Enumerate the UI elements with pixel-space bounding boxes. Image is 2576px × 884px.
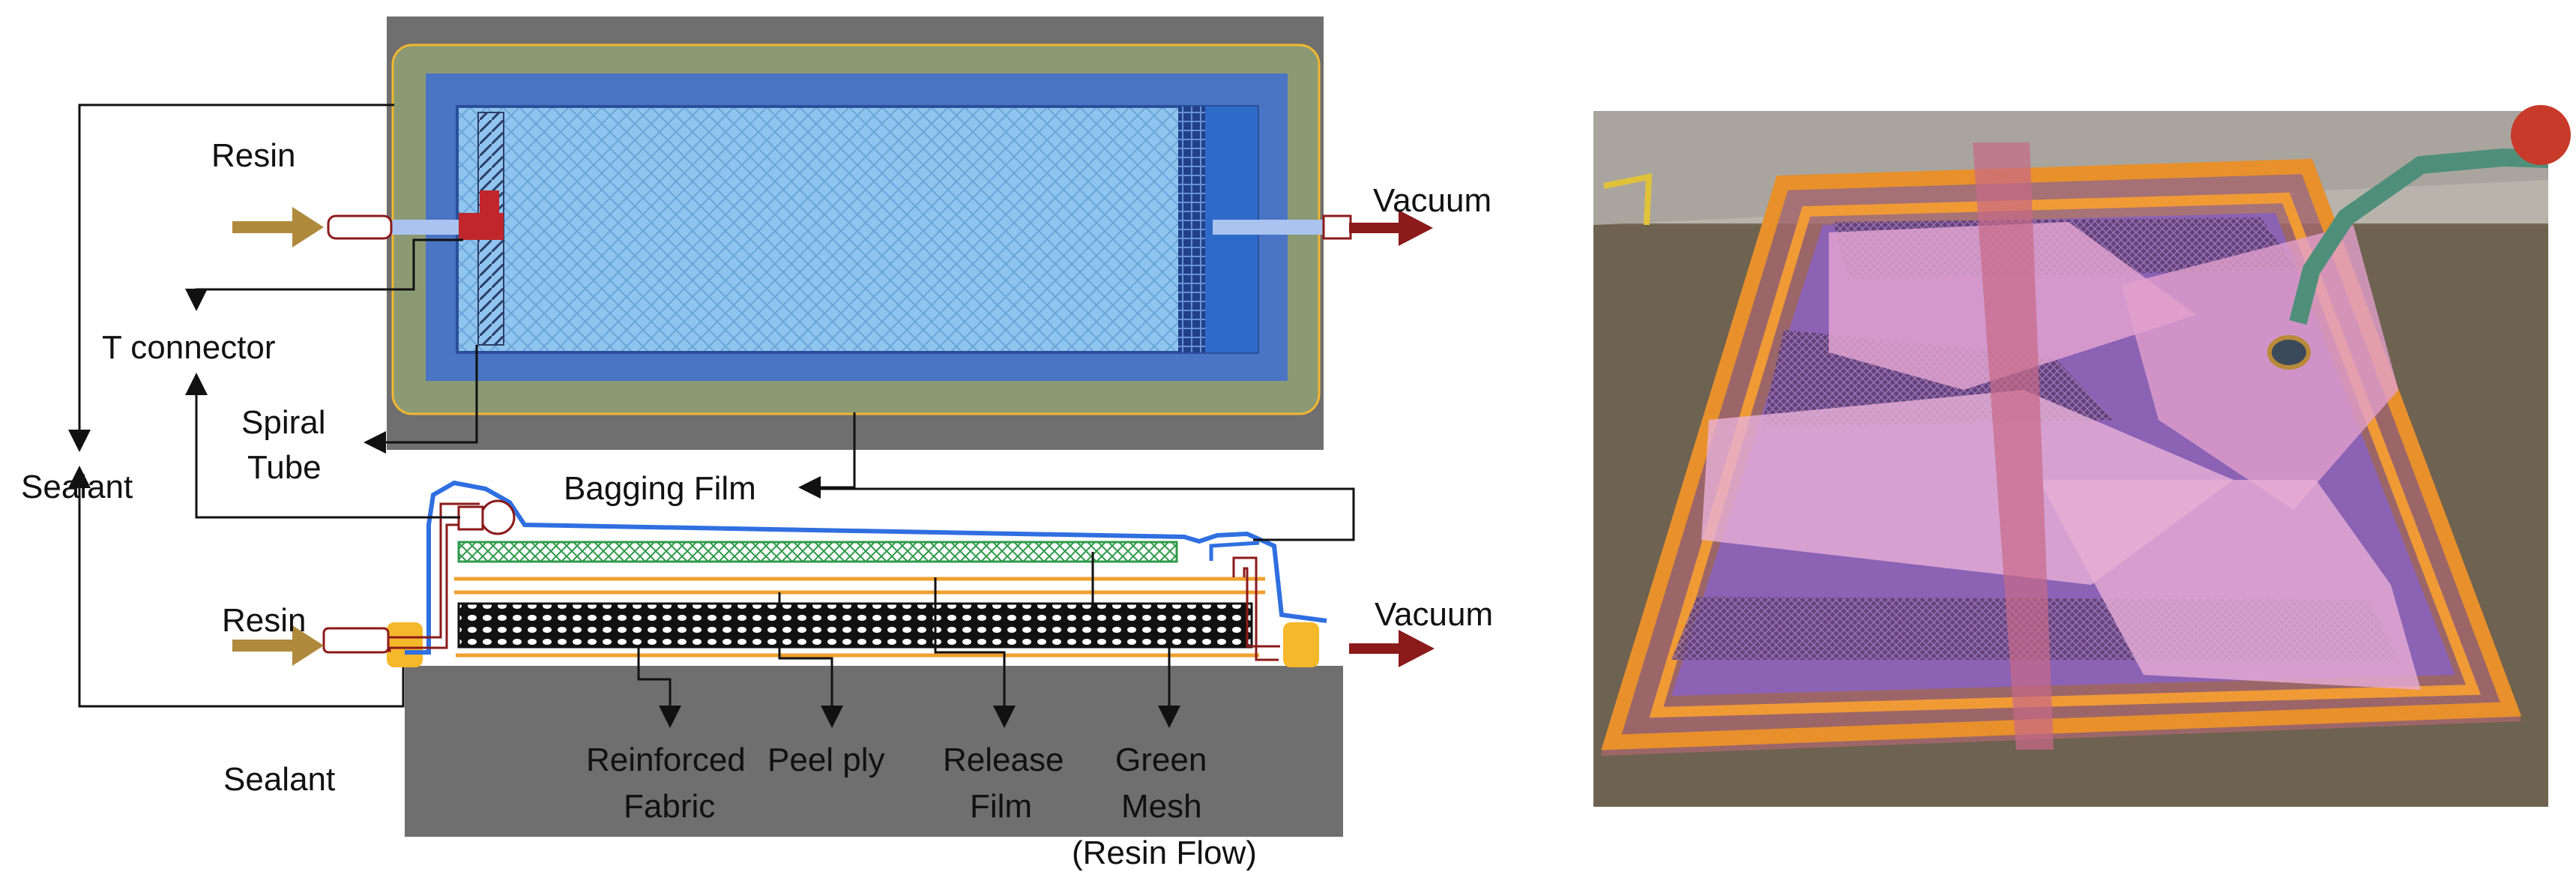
resin-inlet-tube-section — [322, 627, 390, 654]
label-vacuum-bottom: Vacuum — [1375, 596, 1493, 633]
sealant-right — [1283, 622, 1319, 667]
label-vacuum-top: Vacuum — [1373, 182, 1491, 219]
label-green-mesh-3: (Resin Flow) — [1072, 835, 1257, 871]
label-spiral-tube-2: Tube — [247, 449, 322, 486]
inner-bag-line — [1209, 541, 1260, 561]
label-t-connector: T connector — [102, 329, 276, 366]
photo-tube-outer — [1601, 158, 2522, 751]
green-mesh — [457, 541, 1178, 563]
leader-lines-bottom — [68, 373, 1355, 728]
vacuum-outlet-tube-top — [1322, 214, 1352, 240]
photo-pink-film-3 — [2121, 225, 2398, 510]
label-peel-ply: Peel ply — [767, 742, 885, 778]
resin-arrow-top — [232, 207, 324, 247]
vacuum-line-top — [1213, 220, 1324, 235]
label-reinforced-fabric-1: Reinforced — [586, 742, 746, 778]
label-green-mesh-1: Green — [1115, 742, 1207, 778]
t-connector-top — [459, 190, 504, 240]
top-view — [327, 16, 1352, 450]
photo-floor-marking — [1603, 173, 1653, 241]
vacuum-tube-section — [1232, 556, 1280, 661]
label-sealant-left: Sealant — [21, 469, 133, 505]
label-release-film-1: Release — [943, 742, 1064, 778]
preform-area-top — [456, 105, 1259, 354]
label-resin-bottom: Resin — [222, 602, 307, 639]
photo-red-object — [2511, 105, 2571, 165]
label-release-film-2: Film — [970, 788, 1032, 825]
vacuum-arrow-top — [1349, 210, 1433, 246]
vacuum-mesh-strip — [1178, 106, 1205, 352]
cross-section — [322, 480, 1343, 837]
bagging-film-line — [405, 480, 1327, 655]
spiral-tube-section — [480, 499, 516, 535]
photo-tube-inner — [1649, 192, 2482, 718]
photo-pink-film-4 — [2039, 480, 2421, 690]
photo-vacuum-port — [2267, 335, 2311, 370]
resin-inlet-tube-top — [327, 214, 393, 240]
label-green-mesh-2: Mesh — [1121, 788, 1202, 825]
t-connector-section — [457, 505, 484, 531]
resin-arrow-bottom — [232, 625, 324, 666]
setup-photo — [1593, 105, 2571, 807]
photo-hose — [2289, 148, 2549, 325]
tool-plate-section — [405, 666, 1343, 837]
resin-line-top — [391, 220, 480, 235]
reinforced-fabric — [457, 602, 1253, 649]
leader-lines-top — [68, 103, 856, 499]
label-sealant-bottom: Sealant — [223, 761, 335, 798]
vacuum-arrow-bottom — [1349, 630, 1435, 667]
label-resin-top: Resin — [211, 137, 296, 174]
sealant-left — [387, 622, 423, 667]
label-bagging-film: Bagging Film — [564, 470, 756, 507]
label-spiral-tube-1: Spiral — [241, 404, 326, 441]
label-reinforced-fabric-2: Fabric — [624, 788, 715, 825]
photo-seam — [1973, 142, 2054, 750]
